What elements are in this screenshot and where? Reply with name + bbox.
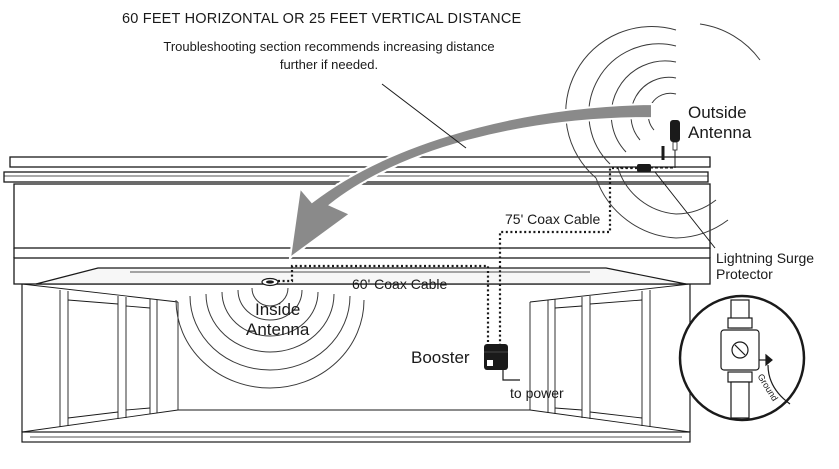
lightning-surge-protector [620,164,675,172]
note-line-2: further if needed. [279,56,379,72]
outside-antenna-line-1: Outside [688,103,747,122]
outside-antenna-line-2: Antenna [688,122,752,142]
building-interior [21,267,691,443]
inside-antenna [261,277,279,287]
coax-60-label: 60' Coax Cable [352,276,448,292]
power-cord [502,370,520,381]
lightning-pointer-line [654,171,716,249]
coax-60-path [278,264,490,345]
inside-antenna-signal-rings [175,287,365,389]
coax-cables [278,166,637,345]
note-line-1: Troubleshooting section recommends incre… [163,39,495,54]
booster-unit [484,344,520,381]
inside-antenna-line-2: Antenna [246,319,310,339]
inside-antenna-line-1: Inside [254,300,301,319]
outside-antenna [661,120,680,168]
note-pointer-line [381,83,467,149]
outside-antenna-signal-rings [565,23,761,239]
lightning-line-1: Lightning Surge [716,250,815,266]
coax-75-label: 75' Coax Cable [505,211,601,227]
booster-label: Booster [411,348,470,367]
to-power-label: to power [510,385,564,401]
distance-note: Troubleshooting section recommends incre… [140,38,518,73]
lightning-surge-protector-label: Lightning Surge Protector [716,250,814,282]
diagram-heading: 60 FEET HORIZONTAL OR 25 FEET VERTICAL D… [122,11,522,27]
inside-antenna-label: Inside Antenna [246,300,309,339]
outside-antenna-label: Outside Antenna [688,103,751,142]
lightning-line-2: Protector [716,266,773,283]
lightning-detail-inset [678,294,806,422]
distance-arrow [288,102,653,261]
